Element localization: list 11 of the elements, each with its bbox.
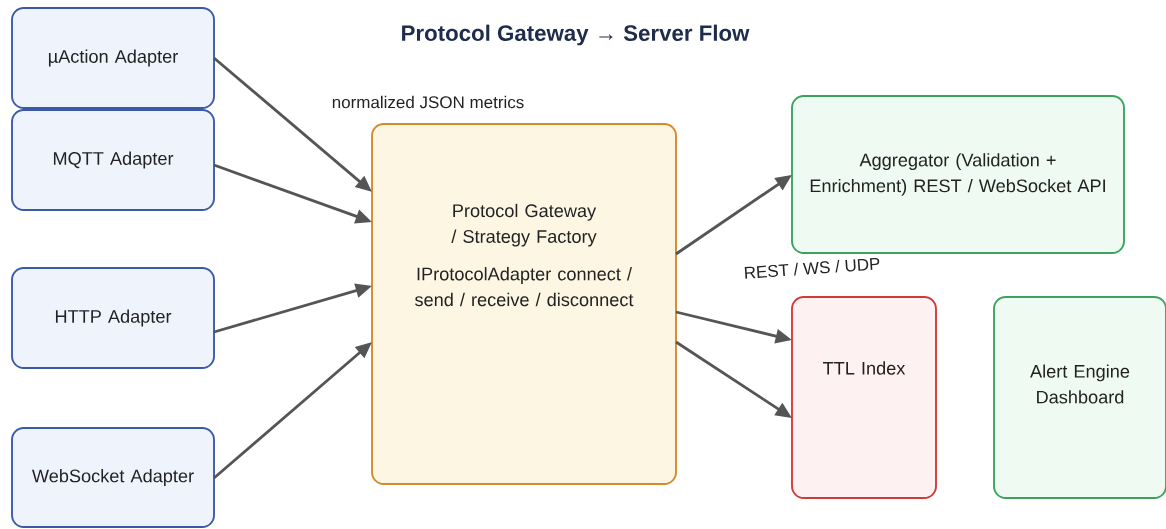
annotation-text: normalized JSON metrics bbox=[332, 95, 524, 109]
process-box: HTTP Adapter bbox=[11, 267, 215, 369]
process-box: WebSocket Adapter bbox=[11, 427, 215, 528]
process-box: µAction Adapter bbox=[11, 7, 215, 109]
title: Protocol Gateway → Server Flow bbox=[402, 24, 750, 46]
process-box: TTL Index bbox=[791, 296, 937, 499]
annotation-text: REST / WS / UDP bbox=[744, 257, 880, 279]
process-box: Alert Engine Dashboard bbox=[993, 296, 1166, 499]
process-box: MQTT Adapter bbox=[11, 109, 215, 211]
process-box: Aggregator (Validation + Enrichment) REST / WebSocket API bbox=[791, 95, 1125, 254]
gateway-box: Protocol Gateway / Strategy Factory IProtocolAdapter connect / send / receive / disconnect bbox=[371, 123, 677, 485]
